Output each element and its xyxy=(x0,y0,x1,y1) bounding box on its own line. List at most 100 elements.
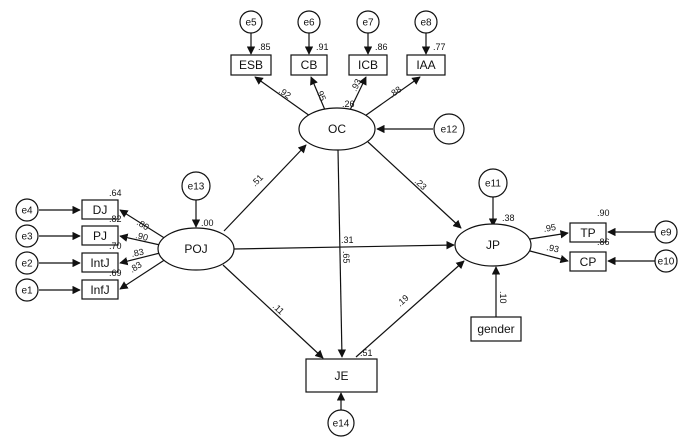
coef-poj-pj: .90 xyxy=(135,230,149,243)
svg-text:PJ: PJ xyxy=(93,229,107,243)
error-e13: e13 xyxy=(181,171,211,201)
coef-jp-cp: .93 xyxy=(546,242,560,254)
svg-text:e8: e8 xyxy=(420,18,432,29)
latent-variables: OC POJ JP xyxy=(157,107,532,271)
error-e1: e1 xyxy=(15,278,39,302)
edge-poj-jp xyxy=(233,240,455,250)
edge-oc-iaa xyxy=(361,76,421,119)
coef-poj-jp: .31 xyxy=(341,235,354,245)
r2-cb: .91 xyxy=(316,42,329,52)
error-terms: e5 e6 e7 e8 e12 e13 e11 e4 e3 e2 e1 e9 e… xyxy=(15,10,678,437)
r2-iaa: .77 xyxy=(433,42,446,52)
ellipse-oc: OC xyxy=(298,107,376,151)
svg-text:e6: e6 xyxy=(303,18,315,29)
svg-text:CB: CB xyxy=(301,58,318,72)
svg-text:e9: e9 xyxy=(660,228,672,239)
error-e3: e3 xyxy=(15,224,39,248)
error-e4: e4 xyxy=(15,198,39,222)
box-dj: DJ xyxy=(81,199,119,220)
box-pj: PJ xyxy=(81,225,119,246)
box-icb: ICB xyxy=(348,54,388,76)
coef-oc-jp: .23 xyxy=(413,176,429,192)
ellipse-jp: JP xyxy=(454,223,532,267)
error-e10: e10 xyxy=(654,249,678,273)
edge-poj-dj xyxy=(119,209,167,240)
error-e5: e5 xyxy=(239,10,263,34)
box-gender: gender xyxy=(470,316,522,342)
r2-cp: .86 xyxy=(597,237,610,247)
box-cb: CB xyxy=(290,54,328,76)
box-intj: IntJ xyxy=(81,252,119,273)
coef-jp-tp: .95 xyxy=(543,222,557,234)
error-e11: e11 xyxy=(478,168,508,198)
svg-text:CP: CP xyxy=(580,255,597,269)
svg-text:e10: e10 xyxy=(658,257,675,268)
error-e6: e6 xyxy=(297,10,321,34)
svg-text:e13: e13 xyxy=(188,182,205,193)
box-esb: ESB xyxy=(230,54,272,76)
error-e7: e7 xyxy=(356,10,380,34)
observed-variables: ESB CB ICB IAA DJ PJ IntJ InfJ TP CP gen… xyxy=(81,54,607,393)
svg-text:IntJ: IntJ xyxy=(90,256,109,270)
r2-jp: .38 xyxy=(502,213,515,223)
edge-oc-je xyxy=(337,149,347,358)
r2-infj: .69 xyxy=(109,268,122,278)
coef-poj-oc: .51 xyxy=(249,172,265,188)
coef-oc-err: .26 xyxy=(342,99,355,109)
coef-oc-cb: .95 xyxy=(314,87,328,102)
svg-text:DJ: DJ xyxy=(93,203,108,217)
svg-text:e11: e11 xyxy=(485,179,501,190)
svg-text:e1: e1 xyxy=(21,286,33,297)
r-squared-labels: .85 .91 .86 .77 .64 .82 .70 .69 .00 .38 … xyxy=(109,42,610,358)
error-e9: e9 xyxy=(654,220,678,244)
box-infj: InfJ xyxy=(81,279,119,300)
svg-text:e14: e14 xyxy=(333,419,350,430)
r2-dj: .64 xyxy=(109,188,122,198)
coef-poj-intj: .83 xyxy=(130,247,144,259)
edge-je-jp xyxy=(355,260,465,358)
coef-oc-je: .65 xyxy=(341,251,351,264)
box-cp: CP xyxy=(569,251,607,272)
svg-text:e4: e4 xyxy=(21,206,33,217)
edges xyxy=(39,33,655,410)
r2-pj: .82 xyxy=(109,214,122,224)
svg-text:e7: e7 xyxy=(362,18,374,29)
coef-gender-jp: .10 xyxy=(498,291,508,304)
coef-oc-icb: .93 xyxy=(349,77,363,93)
coef-oc-iaa: .88 xyxy=(387,84,403,99)
error-e8: e8 xyxy=(414,10,438,34)
r2-intj: .70 xyxy=(109,241,122,251)
edge-poj-pj xyxy=(119,233,161,246)
svg-text:ICB: ICB xyxy=(358,58,378,72)
edge-oc-esb xyxy=(254,76,311,117)
r2-je: .51 xyxy=(360,348,373,358)
svg-text:InfJ: InfJ xyxy=(90,283,109,297)
svg-text:TP: TP xyxy=(580,226,595,240)
edge-jp-tp xyxy=(529,230,569,240)
edge-oc-jp xyxy=(367,141,462,229)
edge-poj-je xyxy=(222,264,324,359)
r2-icb: .86 xyxy=(375,42,388,52)
svg-text:ESB: ESB xyxy=(239,58,263,72)
svg-text:IAA: IAA xyxy=(416,58,435,72)
box-tp: TP xyxy=(569,222,607,243)
svg-text:e5: e5 xyxy=(245,18,257,29)
ellipse-poj: POJ xyxy=(157,227,235,271)
edge-poj-intj xyxy=(119,252,161,266)
svg-text:e3: e3 xyxy=(21,232,33,243)
coef-je-jp: .19 xyxy=(395,293,411,309)
box-iaa: IAA xyxy=(406,54,446,76)
edge-jp-cp xyxy=(529,250,569,264)
svg-text:OC: OC xyxy=(328,122,346,136)
svg-text:gender: gender xyxy=(477,322,514,336)
svg-text:e2: e2 xyxy=(21,259,33,270)
svg-text:JE: JE xyxy=(334,369,348,383)
edge-poj-oc xyxy=(223,144,307,232)
svg-text:JP: JP xyxy=(486,238,500,252)
coef-poj-infj: .83 xyxy=(128,259,144,274)
r2-poj: .00 xyxy=(201,218,214,228)
error-e14: e14 xyxy=(327,409,355,437)
coef-oc-esb: .92 xyxy=(277,85,293,100)
error-e2: e2 xyxy=(15,251,39,275)
